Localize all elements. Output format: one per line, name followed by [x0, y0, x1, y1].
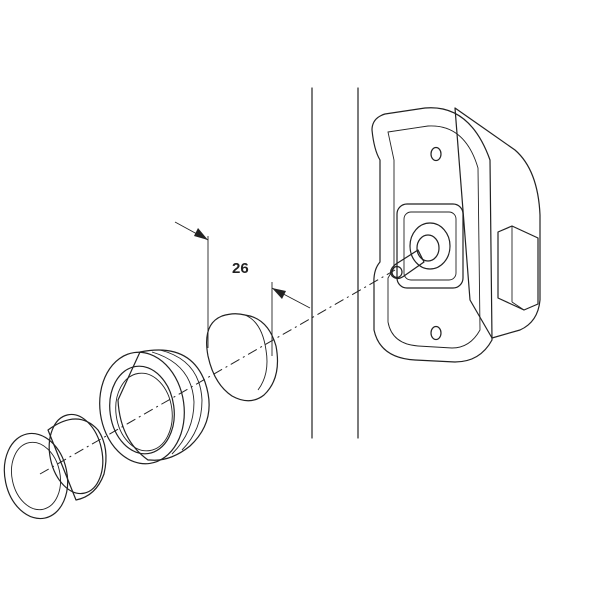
pull-ring-body — [117, 349, 210, 461]
lock-housing-side — [454, 107, 541, 339]
cylinder-core — [409, 222, 451, 270]
dimension-arrow-left — [194, 228, 208, 240]
pull-ring-inner — [109, 365, 175, 455]
lock-spindle — [390, 249, 425, 280]
rosette-disc — [206, 313, 279, 402]
dimension-arrow-right — [272, 288, 286, 299]
flush-pull-ring — [99, 349, 210, 465]
knob-shank — [47, 418, 107, 501]
knob-neck — [48, 413, 104, 495]
knob — [3, 413, 107, 520]
door-panel — [311, 87, 359, 439]
cylinder-recess — [396, 203, 464, 289]
dimension-value-label: 26 — [232, 260, 249, 277]
center-axis-line — [39, 269, 396, 475]
latch-bolt — [497, 225, 539, 311]
lock-body — [371, 107, 541, 363]
screw-hole-top — [430, 146, 442, 162]
pull-ring-face — [99, 351, 185, 465]
lock-plate-rim — [387, 125, 481, 349]
dimension-group: 26 — [174, 221, 311, 356]
lock-mounting-plate — [371, 107, 493, 363]
rosette-outline — [206, 313, 279, 402]
knob-head — [3, 432, 69, 520]
screw-hole-bottom — [430, 325, 442, 341]
